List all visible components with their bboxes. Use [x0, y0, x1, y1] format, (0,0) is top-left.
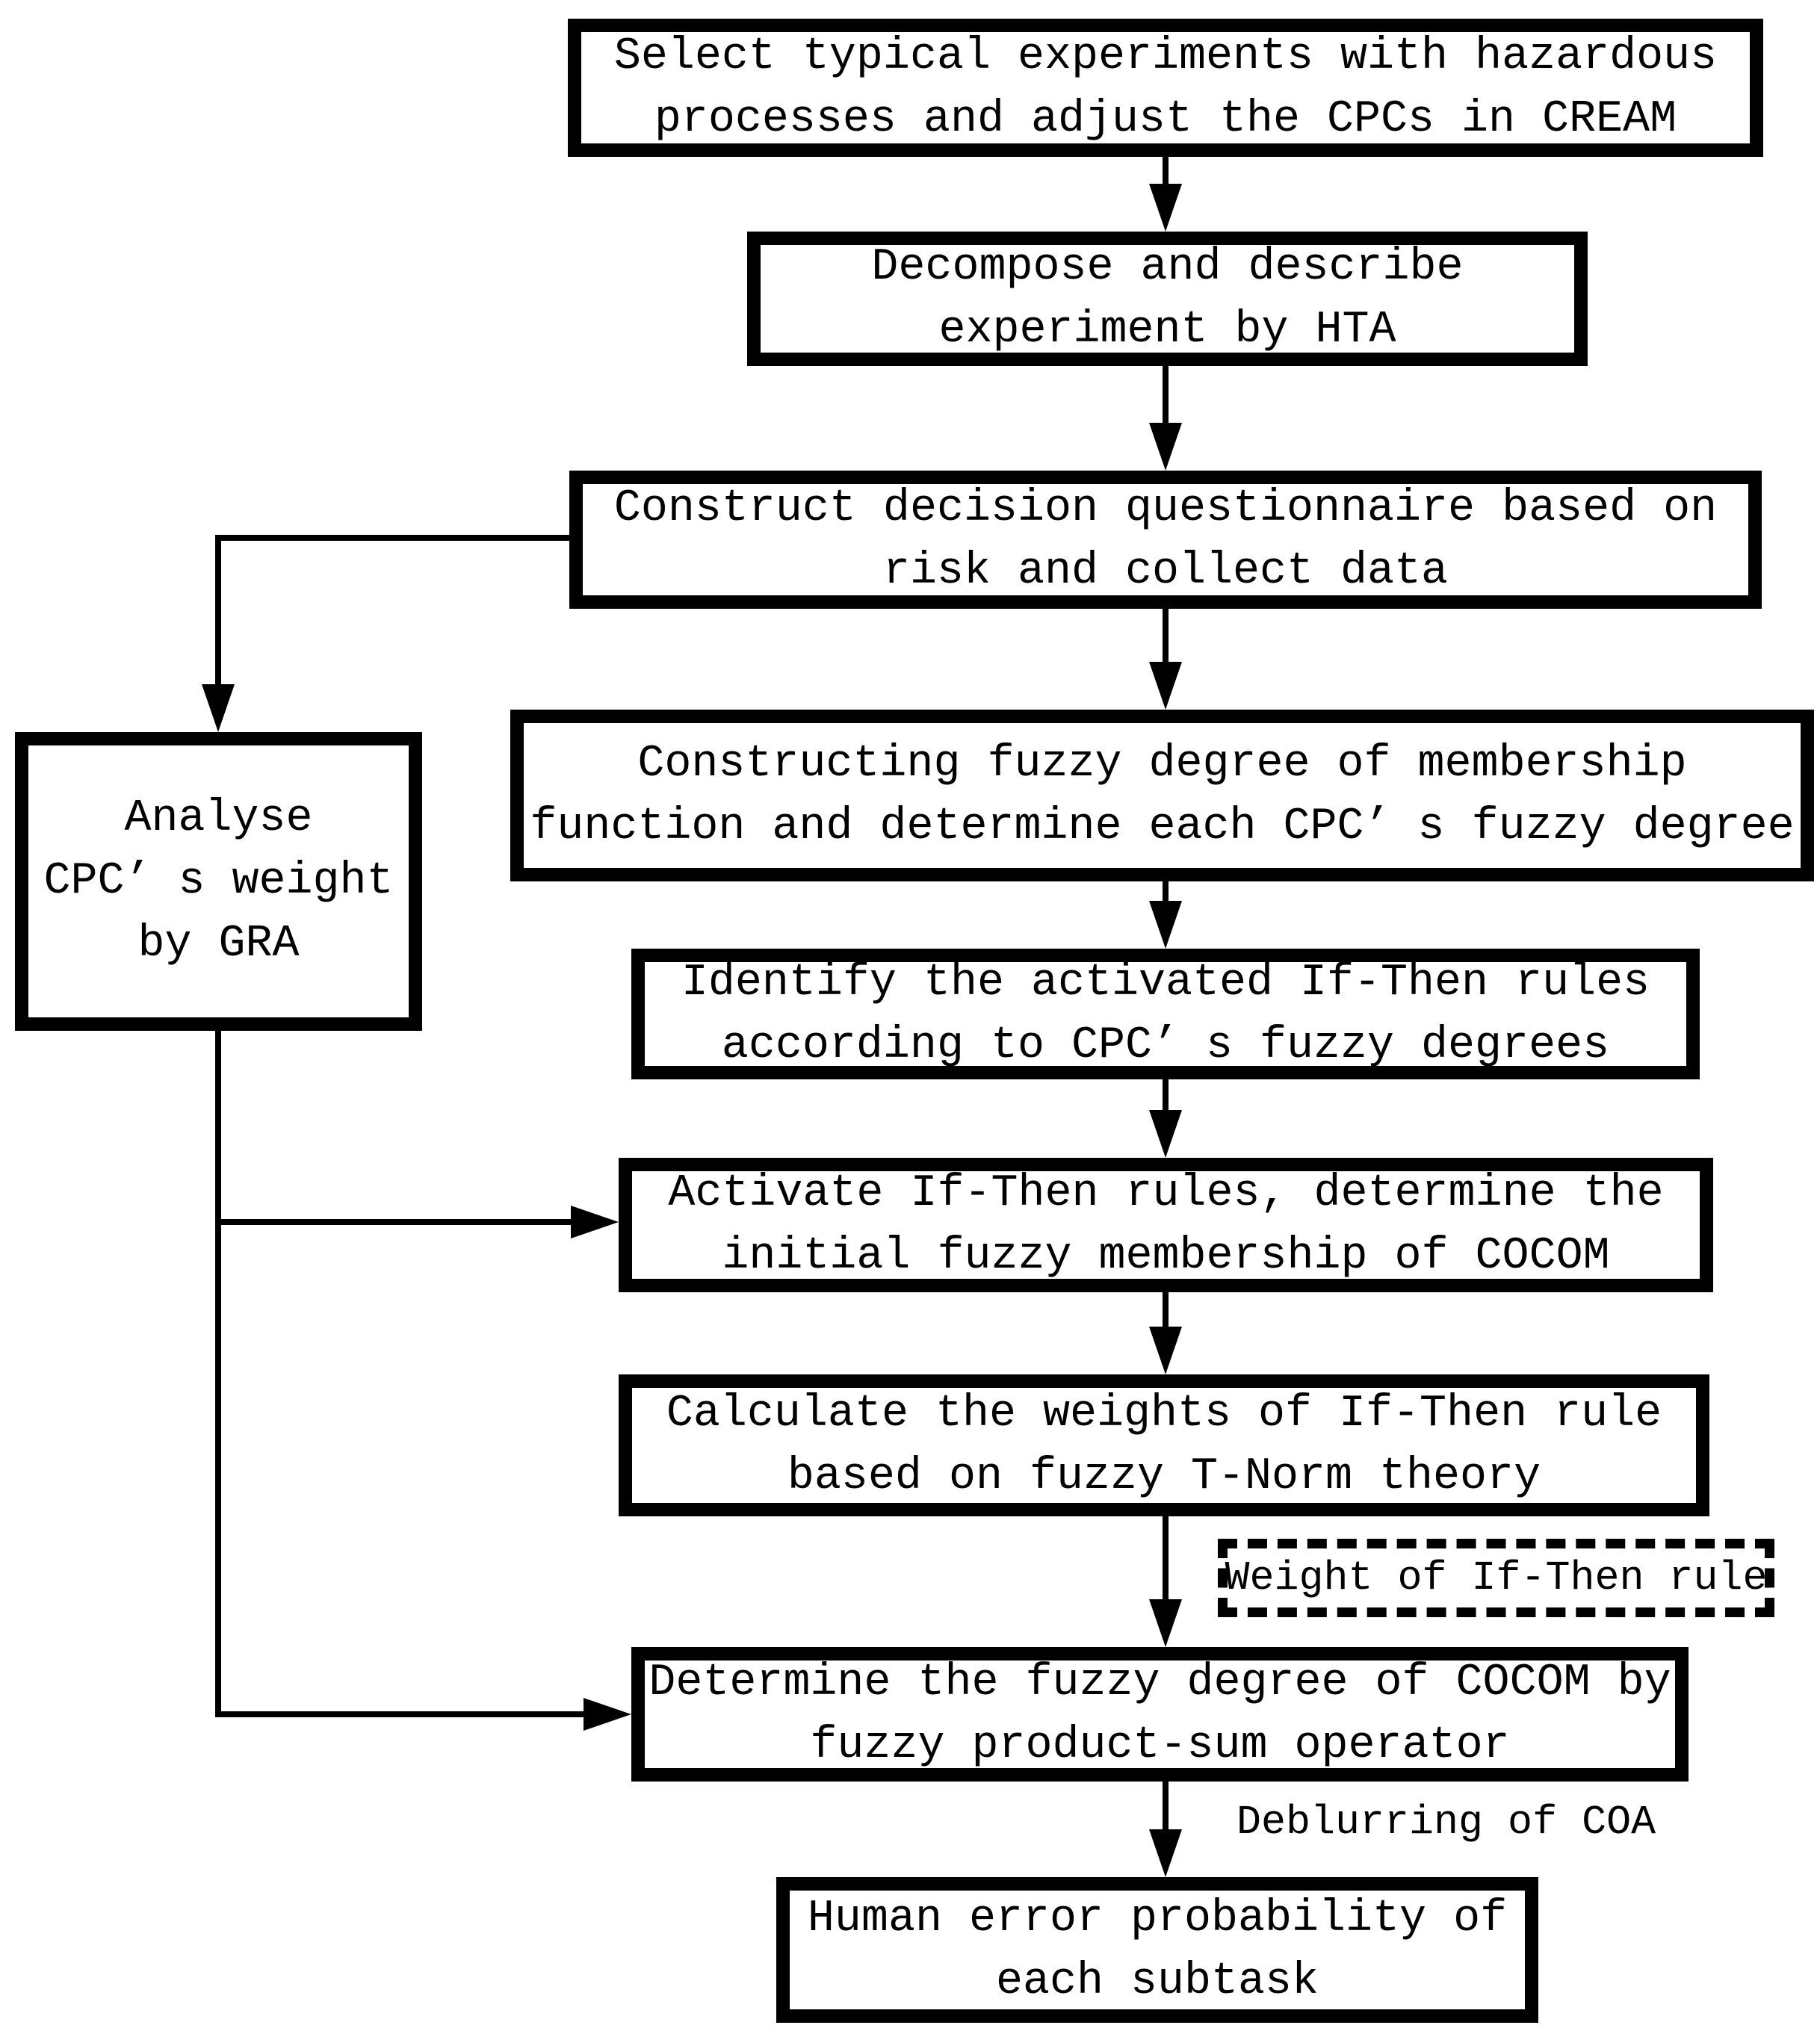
arrow-questionnaire-to-membership-head-icon: [1149, 662, 1182, 710]
arrow-calculate-to-determine-shaft: [1163, 1516, 1169, 1606]
arrow-activate-to-calculate-shaft: [1163, 1292, 1169, 1333]
node-decompose-line-1: Decompose and describe: [871, 242, 1464, 293]
node-determine-line-2: fuzzy product-sum operator: [810, 1720, 1510, 1771]
connector-analyse-to-determine-horizontal: [215, 1711, 588, 1717]
node-determine-cocom: Determine the fuzzy degree of COCOM by f…: [631, 1647, 1689, 1782]
node-membership-line-2: function and determine each CPC’ s fuzzy…: [530, 801, 1795, 852]
arrow-calculate-to-determine-head-icon: [1149, 1599, 1182, 1647]
node-membership-line-1: Constructing fuzzy degree of membership: [637, 739, 1687, 790]
arrow-into-determine-head-icon: [584, 1698, 631, 1731]
arrow-into-activate-head-icon: [571, 1206, 619, 1238]
annotation-weight-label: Weight of If-Then rule: [1225, 1554, 1768, 1601]
node-select-line-2: processes and adjust the CPCs in CREAM: [654, 93, 1677, 145]
node-calculate-weights: Calculate the weights of If-Then rule ba…: [619, 1374, 1709, 1516]
connector-questionnaire-to-analyse-horizontal: [215, 535, 569, 541]
arrow-membership-to-identify-shaft: [1163, 881, 1169, 908]
node-decompose-line-2: experiment by HTA: [938, 305, 1396, 356]
node-membership-function: Constructing fuzzy degree of membership …: [510, 710, 1814, 881]
node-analyse-line-2: CPC’ s weight: [43, 856, 394, 907]
arrow-select-to-decompose-shaft: [1163, 157, 1169, 190]
arrow-membership-to-identify-head-icon: [1149, 901, 1182, 949]
arrow-determine-to-hep-shaft: [1163, 1782, 1169, 1838]
node-questionnaire: Construct decision questionnaire based o…: [569, 471, 1762, 609]
connector-analyse-trunk-vertical: [215, 1031, 221, 1717]
node-questionnaire-line-2: risk and collect data: [882, 545, 1449, 597]
arrow-select-to-decompose-head-icon: [1149, 184, 1182, 232]
arrow-identify-to-activate-head-icon: [1149, 1110, 1182, 1158]
node-calculate-line-2: based on fuzzy T-Norm theory: [787, 1451, 1541, 1502]
node-identify-line-1: Identify the activated If-Then rules: [681, 957, 1650, 1008]
node-identify-rules: Identify the activated If-Then rules acc…: [631, 949, 1700, 1079]
arrow-determine-to-hep-head-icon: [1149, 1829, 1182, 1877]
node-analyse-line-3: by GRA: [137, 919, 300, 970]
node-human-error-probability: Human error probability of each subtask: [776, 1877, 1538, 2023]
node-determine-line-1: Determine the fuzzy degree of COCOM by: [649, 1658, 1671, 1708]
node-select-experiments: Select typical experiments with hazardou…: [568, 19, 1763, 157]
arrow-questionnaire-to-membership-shaft: [1163, 609, 1169, 667]
edge-label-deblurring: Deblurring of COA: [1236, 1799, 1656, 1846]
node-questionnaire-line-1: Construct decision questionnaire based o…: [613, 483, 1718, 534]
node-identify-line-2: according to CPC’ s fuzzy degrees: [721, 1020, 1610, 1071]
node-calculate-line-1: Calculate the weights of If-Then rule: [666, 1389, 1662, 1439]
node-analyse-gra: Analyse CPC’ s weight by GRA: [15, 732, 422, 1031]
node-decompose-hta: Decompose and describe experiment by HTA: [747, 232, 1588, 366]
arrow-decompose-to-questionnaire-shaft: [1163, 366, 1169, 430]
node-activate-line-2: initial fuzzy membership of COCOM: [722, 1231, 1610, 1282]
node-analyse-line-1: Analyse: [124, 793, 313, 844]
node-hep-line-1: Human error probability of: [807, 1893, 1508, 1944]
annotation-weight-of-rule: Weight of If-Then rule: [1218, 1539, 1774, 1617]
node-activate-rules: Activate If-Then rules, determine the in…: [619, 1158, 1713, 1292]
arrow-identify-to-activate-shaft: [1163, 1079, 1169, 1117]
arrow-decompose-to-questionnaire-head-icon: [1149, 423, 1182, 471]
connector-analyse-to-activate-horizontal: [215, 1219, 575, 1225]
node-select-line-1: Select typical experiments with hazardou…: [613, 31, 1718, 82]
node-activate-line-1: Activate If-Then rules, determine the: [668, 1168, 1664, 1219]
arrow-activate-to-calculate-head-icon: [1149, 1327, 1182, 1374]
node-hep-line-2: each subtask: [995, 1956, 1319, 2007]
arrow-into-analyse-head-icon: [202, 684, 235, 732]
connector-questionnaire-to-analyse-vertical: [215, 535, 221, 688]
